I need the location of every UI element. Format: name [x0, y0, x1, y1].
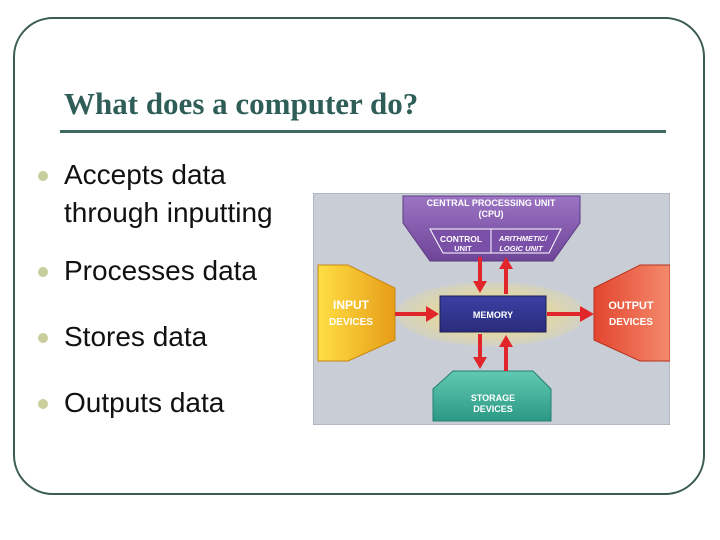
bullet-text-line1: Accepts data	[64, 159, 226, 190]
memory-label: MEMORY	[473, 310, 513, 320]
bullet-text: Processes data	[64, 255, 257, 286]
output-devices-block: OUTPUT DEVICES	[593, 264, 670, 362]
storage-devices-label-line1: STORAGE	[471, 393, 515, 403]
control-unit-label-line1: CONTROL	[440, 234, 482, 244]
memory-to-storage-arrow	[473, 334, 487, 369]
control-unit-label-line2: UNIT	[454, 244, 472, 253]
bullet-text-line2: through inputting	[64, 197, 273, 228]
input-devices-label-line2: DEVICES	[329, 317, 373, 328]
memory-block: MEMORY	[439, 295, 547, 333]
bullet-text: Accepts data through inputting	[64, 156, 273, 232]
alu-label-line2: LOGIC UNIT	[499, 244, 544, 253]
input-to-memory-arrow	[395, 306, 439, 322]
bullet-text: Stores data	[64, 321, 208, 352]
cpu-to-memory-arrow	[473, 257, 487, 293]
storage-to-memory-arrow	[499, 335, 513, 371]
cpu-label-line1: CENTRAL PROCESSING UNIT	[427, 198, 556, 208]
output-devices-label-line2: DEVICES	[609, 317, 653, 328]
control-unit-block: CONTROL UNIT	[429, 228, 492, 254]
memory-to-cpu-arrow	[499, 257, 513, 294]
bullet-text: Outputs data	[64, 387, 225, 418]
data-flow-arrows	[395, 257, 594, 371]
slide-frame	[13, 17, 705, 495]
cpu-label-line2: (CPU)	[479, 209, 504, 219]
input-devices-label-line1: INPUT	[333, 298, 370, 312]
bullet-item-processes: Processes data	[38, 252, 308, 290]
bullet-dot-icon	[38, 333, 48, 343]
bullet-item-stores: Stores data	[38, 318, 308, 356]
output-devices-label-line1: OUTPUT	[608, 300, 654, 312]
bullet-dot-icon	[38, 171, 48, 181]
memory-to-output-arrow	[547, 306, 594, 322]
computer-architecture-diagram: CENTRAL PROCESSING UNIT (CPU) CONTROL UN…	[313, 193, 670, 425]
bullet-item-outputs: Outputs data	[38, 384, 308, 422]
slide-title: What does a computer do?	[64, 86, 419, 121]
input-devices-block: INPUT DEVICES	[317, 264, 396, 362]
alu-label-line1: ARITHMETIC/	[498, 234, 548, 243]
storage-devices-label-line2: DEVICES	[473, 404, 513, 414]
storage-devices-block: STORAGE DEVICES	[432, 370, 552, 422]
title-underline	[60, 130, 666, 133]
bullet-dot-icon	[38, 267, 48, 277]
bullet-dot-icon	[38, 399, 48, 409]
alu-block: ARITHMETIC/ LOGIC UNIT	[490, 228, 562, 254]
bullet-item-accepts: Accepts data through inputting	[38, 156, 308, 232]
